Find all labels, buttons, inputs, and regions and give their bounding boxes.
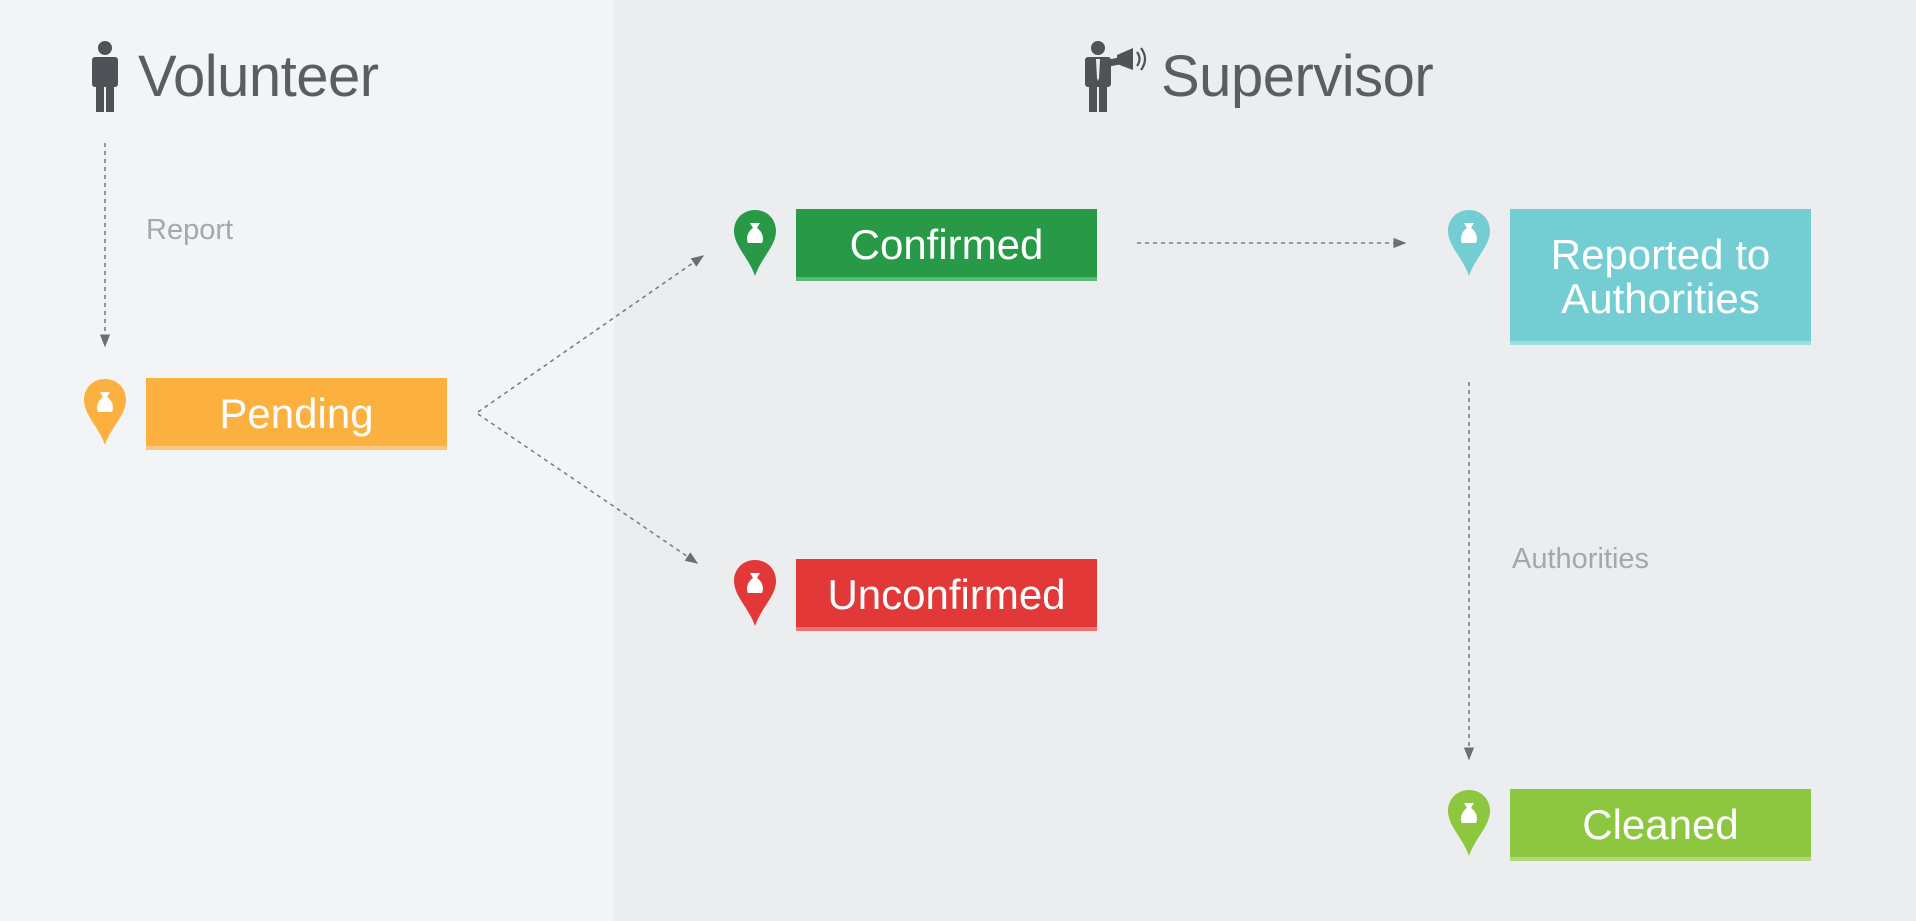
status-unconfirmed: Unconfirmed: [796, 559, 1097, 631]
cleaned-pin: [1446, 788, 1492, 858]
volunteer-title: Volunteer: [138, 43, 379, 109]
trash-bag-pin-icon: [734, 210, 776, 276]
supervisor-heading: Supervisor: [1081, 40, 1434, 112]
volunteer-lane: [0, 0, 614, 921]
person-icon: [92, 41, 118, 112]
status-confirmed: Confirmed: [796, 209, 1097, 281]
connector-pending-to-unconfirmed: [477, 413, 699, 564]
report-label: Report: [146, 214, 234, 246]
pending-pin: [82, 377, 128, 447]
status-pending: Pending: [146, 378, 447, 450]
confirmed-pin: [732, 208, 778, 278]
supervisor-title: Supervisor: [1161, 43, 1434, 109]
trash-bag-pin-icon: [1448, 210, 1490, 276]
unconfirmed-pin: [732, 558, 778, 628]
connector-pending-to-confirmed: [477, 255, 705, 413]
status-reported-to-authorities: Reported to Authorities: [1510, 209, 1811, 345]
volunteer-heading: Volunteer: [88, 40, 379, 112]
person-megaphone-icon: [1085, 41, 1147, 112]
trash-bag-pin-icon: [1448, 790, 1490, 856]
trash-bag-pin-icon: [734, 560, 776, 626]
reported-pin: [1446, 208, 1492, 278]
status-cleaned: Cleaned: [1510, 789, 1811, 861]
authorities-label: Authorities: [1512, 543, 1650, 575]
supervisor-lane: [614, 0, 1916, 921]
trash-bag-pin-icon: [84, 379, 126, 445]
